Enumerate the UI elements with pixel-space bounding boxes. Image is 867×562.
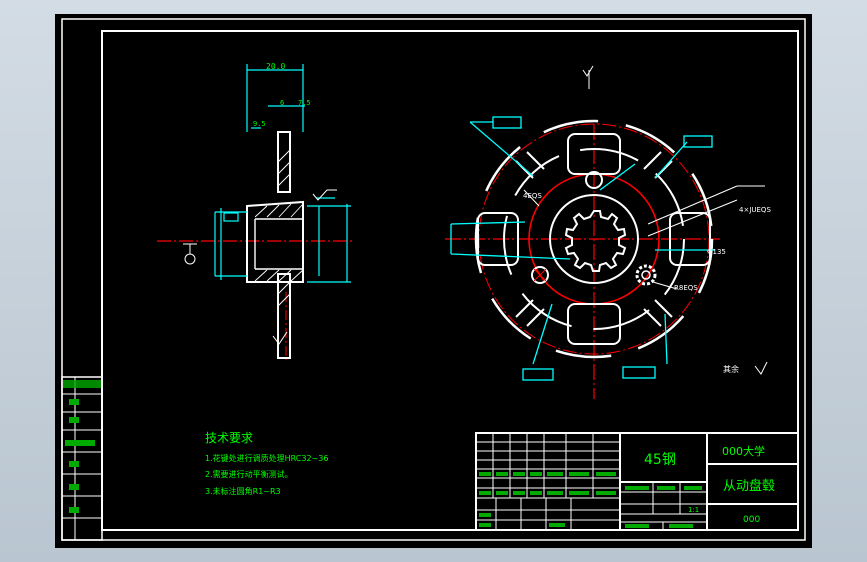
material-label: 45钢 [644, 452, 676, 468]
dim-9-5: 9.5 [253, 120, 266, 128]
dim-4-holes: 4×JUEQS [739, 206, 771, 214]
drawing-canvas: 20.0 6 7.5 9.5 [61, 18, 806, 541]
dim-r8: R8EQS [674, 284, 698, 292]
technical-requirements: 技术要求 1.花键处进行调质处理HRC32~36 2.需要进行动平衡测试。 3.… [205, 431, 328, 496]
inner-frame [101, 30, 799, 531]
scale-label: 1:1 [688, 506, 699, 514]
front-view: 4×JUEQS Φ135 R8EQS 4EQS 其余 [445, 65, 771, 399]
dim-4eqs: 4EQS [523, 192, 542, 200]
dim-phi: Φ135 [707, 248, 726, 256]
drawing-number: 000 [743, 515, 760, 525]
part-name-label: 从动盘毂 [723, 478, 775, 494]
dim-6: 6 [280, 99, 284, 107]
tech-line-2: 2.需要进行动平衡测试。 [205, 469, 293, 479]
dim-7-5: 7.5 [298, 99, 311, 107]
side-strip [61, 376, 103, 541]
roughness-note: 其余 [723, 364, 739, 374]
university-label: 000大学 [722, 444, 765, 458]
tech-line-3: 3.未标注圆角R1~R3 [205, 486, 281, 496]
drawing-sheet: 20.0 6 7.5 9.5 [55, 14, 812, 548]
dim-width-top: 20.0 [266, 62, 285, 71]
tech-line-1: 1.花键处进行调质处理HRC32~36 [205, 453, 328, 463]
tech-heading: 技术要求 [205, 431, 253, 445]
side-view: 20.0 6 7.5 9.5 [157, 62, 355, 360]
title-block: 45钢 000大学 从动盘毂 000 1:1 [475, 432, 799, 531]
outer-frame [61, 18, 806, 541]
